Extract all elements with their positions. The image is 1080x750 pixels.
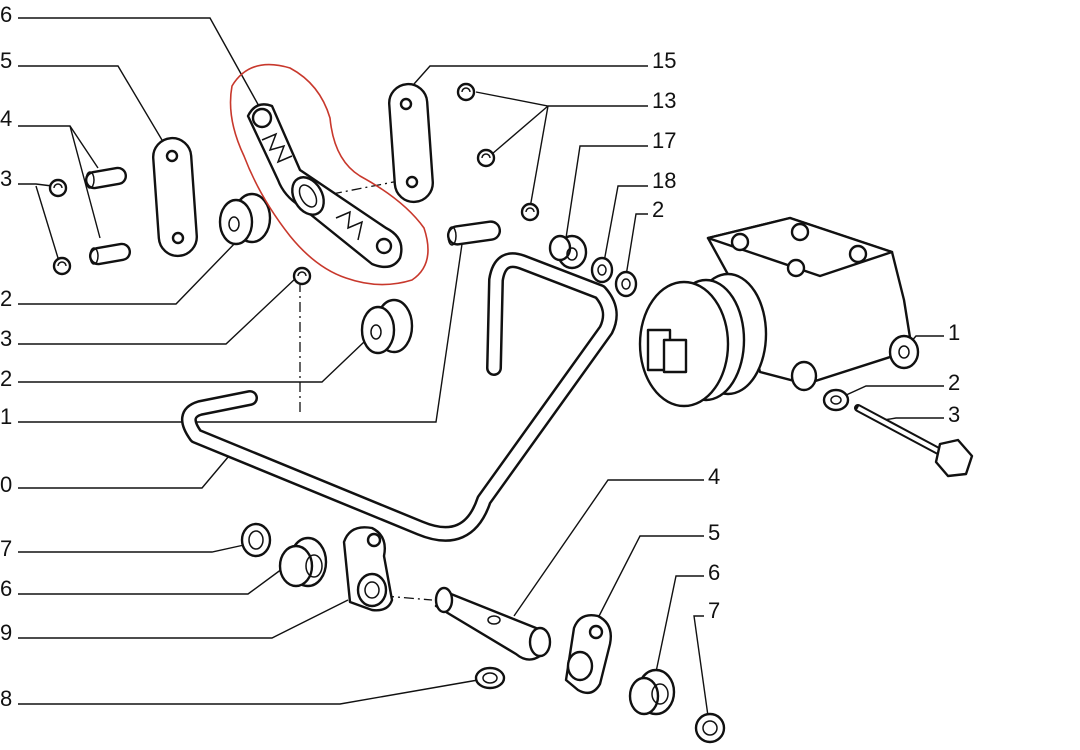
callout-9-left: 9 (0, 620, 12, 645)
circlip-13-b (476, 148, 496, 168)
callout-2-right-top: 2 (652, 197, 664, 222)
callout-17-right: 17 (652, 128, 676, 153)
washer-2-top (614, 270, 638, 298)
callout-5-left: 5 (0, 48, 12, 73)
red-highlight-outline (229, 63, 429, 286)
operating-rod-0 (181, 252, 618, 542)
leader-lines (18, 17, 944, 717)
callout-3-left: 3 (0, 166, 12, 191)
circlip-7-left (240, 522, 272, 558)
bush-2-lower (360, 298, 414, 355)
callout-7-left: 7 (0, 536, 12, 561)
pin-1 (446, 220, 502, 246)
circlip-3-center (292, 266, 312, 286)
nut-17 (548, 234, 588, 270)
spring-washer-18 (590, 256, 614, 284)
callout-3-left-lower: 3 (0, 326, 12, 351)
circlip-3-upper (48, 178, 68, 198)
bush-6-left (278, 536, 328, 588)
callout-1-left: 1 (0, 404, 12, 429)
circlip-13-c (520, 202, 540, 222)
link-plate-15 (388, 82, 434, 204)
lever-6 (246, 103, 403, 269)
circlip-8 (474, 666, 506, 690)
link-plate-5 (152, 136, 198, 258)
callout-1-right: 1 (948, 320, 960, 345)
lever-9 (342, 526, 394, 612)
callout-6-top-left: 6 (0, 2, 12, 27)
bolt-3 (854, 404, 974, 478)
callout-7-bottom: 7 (708, 598, 720, 623)
callout-4-left: 4 (0, 106, 12, 131)
callout-4-bottom: 4 (708, 464, 720, 489)
callout-5-bottom: 5 (708, 520, 720, 545)
washer-2-right (822, 388, 850, 412)
circlip-7-bottom (694, 712, 726, 744)
shaft-4 (434, 586, 552, 661)
callout-6-bottom: 6 (708, 560, 720, 585)
bush-2-upper (218, 192, 272, 246)
circlip-3-lower (52, 256, 72, 276)
callout-2-left-lower: 2 (0, 366, 12, 391)
callout-3-right: 3 (948, 402, 960, 427)
callout-15-right: 15 (652, 48, 676, 73)
master-cylinder-1 (638, 216, 920, 408)
callout-6-left: 6 (0, 576, 12, 601)
callout-13-right: 13 (652, 88, 676, 113)
bush-6-bottom (628, 668, 676, 716)
callout-labels: 6 5 4 3 2 3 2 1 0 7 6 9 8 15 13 17 18 2 … (0, 2, 960, 711)
callout-2-left-upper: 2 (0, 286, 12, 311)
callout-18-right: 18 (652, 168, 676, 193)
callout-0-left: 0 (0, 472, 12, 497)
lever-plate-5 (564, 614, 612, 695)
circlip-13-a (456, 82, 476, 102)
callout-2-right: 2 (948, 370, 960, 395)
pin-4-lower (88, 242, 132, 266)
pin-4-upper (84, 166, 128, 190)
callout-8-left: 8 (0, 686, 12, 711)
